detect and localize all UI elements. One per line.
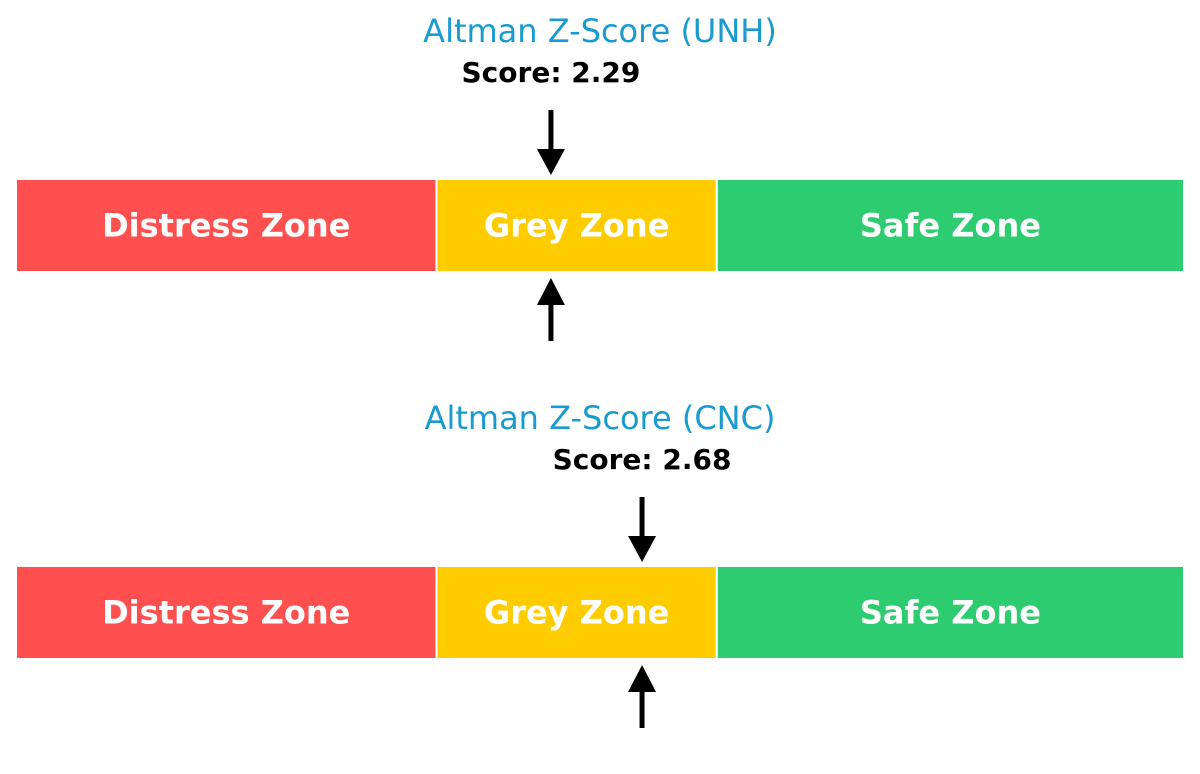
zone-bar-distress-zone xyxy=(15,565,438,660)
zone-label: Grey Zone xyxy=(484,594,669,632)
zone-bar-safe-zone xyxy=(715,565,1185,660)
score-arrow-up xyxy=(628,665,657,728)
score-arrow-down xyxy=(628,497,657,562)
zone-bar-safe-zone xyxy=(715,178,1185,273)
zscore-panel-1: Altman Z-Score (CNC) Distress Zone Grey Zo… xyxy=(15,399,1185,728)
score-label: Score: 2.29 xyxy=(462,56,641,89)
zone-bar-distress-zone xyxy=(15,178,438,273)
zone-label: Distress Zone xyxy=(102,207,350,245)
zscore-panel-0: Altman Z-Score (UNH) Distress Zone Grey Zo… xyxy=(15,12,1185,341)
score-label: Score: 2.68 xyxy=(553,443,732,476)
panel-title: Altman Z-Score (CNC) xyxy=(425,399,776,437)
zone-label: Safe Zone xyxy=(860,207,1041,245)
score-arrow-up xyxy=(536,278,565,341)
zone-bar-grey-zone xyxy=(435,178,718,273)
zone-label: Safe Zone xyxy=(860,594,1041,632)
zone-label: Distress Zone xyxy=(102,594,350,632)
score-arrow-down xyxy=(536,110,565,175)
panel-title: Altman Z-Score (UNH) xyxy=(423,12,777,50)
zone-label: Grey Zone xyxy=(484,207,669,245)
